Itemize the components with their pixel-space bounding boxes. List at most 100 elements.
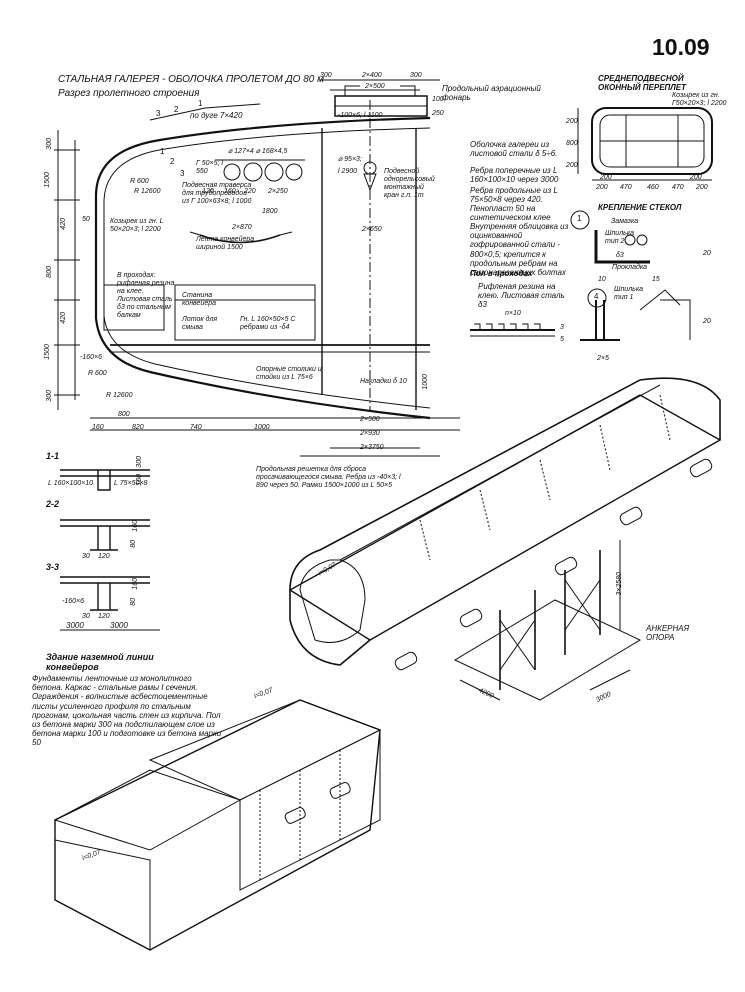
dim-mid-6: 2×870 [232,224,252,231]
cut-1-dim-a: 300 [136,456,143,468]
dim-left-4: 800 [46,266,53,278]
dim-mid-1: 120 [202,188,214,195]
dim-bot-8: 2×3750 [360,444,384,451]
note-aeration: Продольный аэрационный фонарь [442,84,541,103]
glass-d10: 10 [598,276,606,283]
dim-bot-2: 160 [92,424,104,431]
window-dim-7: 800 [566,140,578,147]
section-outline [54,79,460,457]
marker-1a: 1 [198,99,203,108]
dim-top-4: 300 [410,72,422,79]
marker-1b: 1 [160,147,165,156]
note-columns: Опорные столики и стойки из L 75×6 [256,366,322,382]
marker-2a: 2 [174,105,179,114]
note-r12600b: R 12600 [106,392,133,399]
dim-left-5: 420 [60,312,67,324]
floor-detail-drawing [470,323,555,337]
dim-top-2: 2×400 [362,72,382,79]
dim-left-3: 420 [60,218,67,230]
floor-dim-2: 3 [560,324,564,331]
glass-d63: δ3 [616,252,624,259]
glass-sealant: Замазка [611,218,639,225]
floor-dim-3: 5 [560,336,564,343]
note-lantern-left: Козырек из гн. L 50×20×3; l 2200 [110,218,164,234]
dim-mid-4: 2×250 [268,188,288,195]
glass-callout-4: 4 [594,292,599,301]
note-c50: Г 50×5; l 550 [196,160,223,176]
note-ribs-cross: Ребра поперечные из L 160×100×10 через 3… [470,166,559,185]
dim-bot-6: 2×500 [360,416,380,423]
building-title: Здание наземной линии конвейеров [46,652,154,673]
window-dim-6: 200 [566,118,578,125]
marker-3b: 3 [180,169,185,178]
note-pipes-row: ⌀ 127×4 ⌀ 168×4,5 [228,148,288,155]
floor-note: Рифленая резина на клею. Листовая сталь … [478,282,565,310]
dim-left-7: 300 [46,390,53,402]
note-foam: Пенопласт 50 на синтетическом клее [470,204,551,223]
iso-anchor-label: АНКЕРНАЯ ОПОРА [646,624,690,643]
note-gutter: Гн. L 160×50×5 С ребрами из -δ4 [240,316,296,332]
glass-d20a: 20 [703,250,711,257]
note-lining: Внутренняя облицовка из оцинкованной гоф… [470,222,569,277]
note-ribs-long: Ребра продольные из L 75×50×8 через 420. [470,186,558,205]
note-hoist: Подвесной однорельсовый монтажный кран г… [384,168,435,200]
floor-dim-1: n×10 [505,310,521,317]
window-dim-2: 470 [620,184,632,191]
cut-3-dim-b: 120 [98,613,110,620]
page-number: 10.09 [652,34,710,60]
cut-sections-drawing [60,469,160,631]
note-top-beam: -100×6; l 1100 [338,112,383,119]
glass-d15: 15 [652,276,660,283]
dim-bot-3: 820 [132,424,144,431]
dim-bot-1: 800 [118,411,130,418]
cut-3-dim-a: 30 [82,613,90,620]
dim-left-6: 1500 [43,344,51,360]
cut-3-title: 3-3 [46,562,60,572]
note-pipe-top: ⌀ 95×3; [338,156,362,163]
drawing-subtitle: Разрез пролетного строения [58,88,200,99]
glass-fastening-title: КРЕПЛЕНИЕ СТЕКОЛ [598,203,682,212]
dim-mid-3: 220 [244,188,256,195]
note-pipe-support: Подвесная траверса для трубопроводов из … [182,182,252,206]
window-dim-4: 470 [672,184,684,191]
note-washtray: Лоток для смыва [182,316,218,332]
span-2: 3000 [110,621,128,630]
note-d160x6: -160×6 [80,354,102,361]
cut-1-dim-b: 160 [136,474,143,486]
dim-bot-5: 1000 [254,424,270,431]
building-isometric [53,699,382,951]
dim-bot-4: 740 [190,424,202,431]
cut-1-label-b: L 75×50×8 [114,480,148,487]
dim-top-5: 100 [432,96,444,103]
window-dim-1: 200 [596,184,608,191]
window-corner-note: Козырек из гн. Г50×20×3; l 2200 [672,92,727,108]
gallery-isometric [288,377,722,701]
cut-2-dim-b: 120 [98,553,110,560]
note-r600b: R 600 [88,370,107,377]
window-frame-drawing [577,107,713,181]
glass-d2x5: 2×5 [597,355,609,362]
cut-3-dim-d: 80 [130,597,138,606]
dim-left-2: 1500 [43,172,51,188]
dim-top-1: 300 [320,72,332,79]
cut-2-title: 2-2 [46,499,60,509]
note-r600a: R 600 [130,178,149,185]
note-conveyor-belt: Лента конвейера шириной 1500 [196,236,255,252]
span-1: 3000 [66,621,84,630]
note-grate: Продольная решетка для сброса просачиваю… [256,466,401,490]
cut-1-label-a: L 160×100×10 [48,480,94,487]
note-conveyor-frame: Станина конвейера [182,292,217,308]
glass-stud1: Шпилька тип 1 [614,286,644,302]
iso-height-dim: 3×2580 [615,572,623,596]
marker-3a: 3 [156,109,161,118]
window-dim-3: 460 [647,184,659,191]
window-dim-5: 200 [696,184,708,191]
glass-stud2: Шпилька тип 2 [605,230,635,246]
cut-1-title: 1-1 [46,451,60,461]
window-dim-8: 200 [566,162,578,169]
glass-gasket: Прокладка [612,264,648,271]
note-shell: Оболочка галереи из листовой стали δ 5÷6… [470,140,558,159]
note-r12600a: R 12600 [134,188,161,195]
dim-top-3: 2×500 [365,83,385,90]
